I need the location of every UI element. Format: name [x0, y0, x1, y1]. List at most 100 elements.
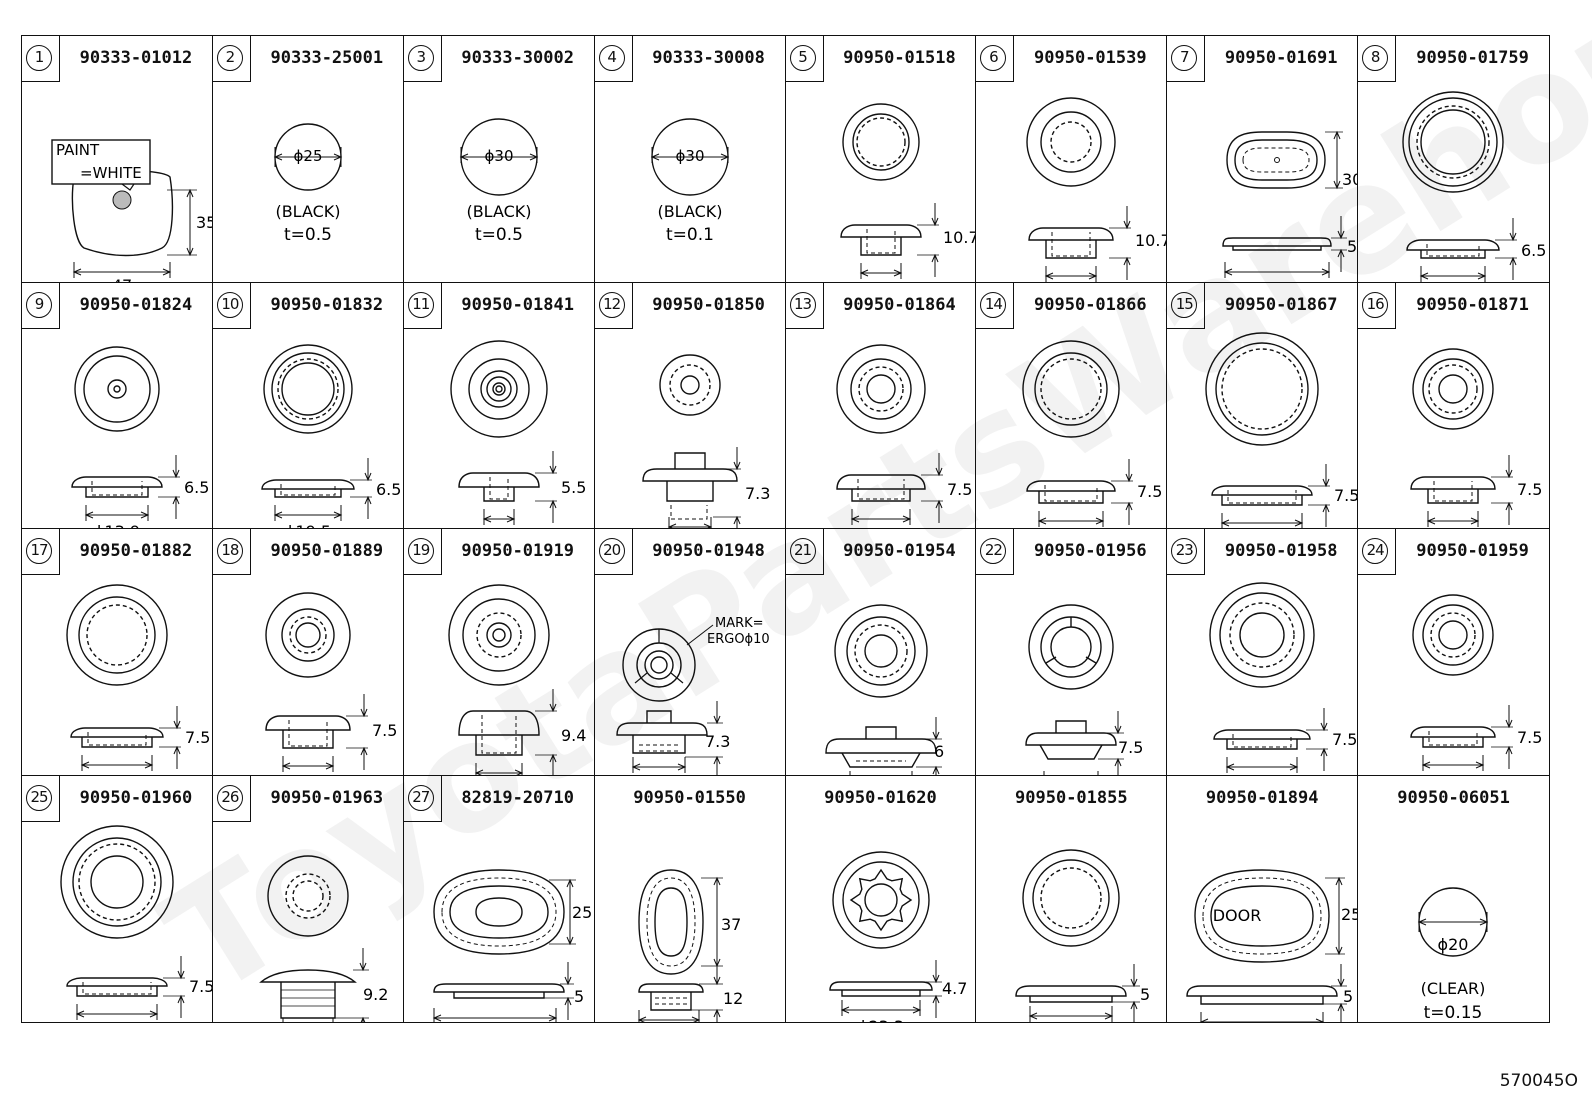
thickness-note: t=0.5	[284, 225, 332, 245]
item-number: 21	[789, 538, 816, 564]
thickness-dimension: 5.2	[1347, 237, 1357, 256]
diameter-dimension: ϕ13.9	[94, 522, 140, 530]
height-dimension: 25	[1341, 905, 1357, 924]
part-cell: 90950-01894DOOR25540	[1167, 775, 1359, 1022]
diameter-dimension: ϕ30	[675, 147, 704, 165]
thickness-note: t=0.5	[475, 225, 523, 245]
item-number-box: 21	[785, 529, 824, 575]
item-number-box: 18	[212, 529, 251, 575]
height-dimension: 7.5	[185, 728, 210, 747]
thickness-dimension: 5	[574, 987, 584, 1006]
part-number: 90950-01889	[270, 541, 384, 561]
item-number-box: 15	[1167, 282, 1206, 329]
item-number: 15	[1171, 291, 1198, 318]
part-number: 90950-06051	[1397, 787, 1510, 808]
part-number: 90950-01832	[270, 294, 384, 315]
item-number: 22	[980, 538, 1007, 564]
height-dimension: 7.5	[1137, 482, 1162, 501]
height-dimension: 35	[196, 213, 212, 232]
thickness-note: t=0.15	[1424, 1003, 1483, 1023]
part-cell-header: 90950-06051	[1358, 776, 1549, 822]
part-number: 90950-01954	[843, 541, 956, 561]
height-dimension: 10.7	[1135, 231, 1166, 250]
part-drawing: 5.5ϕ8.7	[450, 339, 586, 530]
part-number: 90950-01824	[79, 294, 193, 315]
item-number: 10	[216, 291, 243, 318]
part-number: 90950-01855	[1015, 787, 1128, 808]
part-number: 90950-01958	[1224, 541, 1338, 561]
width-dimension: 47	[112, 276, 132, 283]
diameter-dimension: ϕ8.7	[481, 526, 517, 530]
part-drawing: ϕ30(BLACK)t=0.1	[650, 118, 729, 245]
part-number: 90950-01691	[1224, 48, 1338, 68]
item-number: 17	[26, 538, 52, 564]
diameter-dimension: ϕ20	[1438, 935, 1469, 954]
item-number: 8	[1362, 45, 1389, 71]
item-number-box: 20	[594, 529, 633, 575]
part-number: 90333-30002	[461, 48, 574, 68]
width-dimension: 36	[486, 1019, 506, 1023]
item-number: 20	[598, 538, 625, 564]
diameter-dimension: ϕ46.5	[94, 1021, 140, 1023]
height-dimension: 9.4	[561, 726, 586, 745]
diameter-dimension: ϕ19.6	[1430, 528, 1476, 530]
part-number: 90950-01841	[461, 294, 574, 315]
item-number: 26	[216, 784, 243, 811]
height-dimension: 12	[723, 989, 743, 1008]
item-number-box: 11	[403, 282, 442, 329]
part-number: 90333-25001	[270, 48, 384, 68]
part-number: 90333-01012	[79, 48, 193, 68]
part-cell-header: 11 90950-01841	[403, 282, 594, 329]
grommet-parts-grid: 190333-01012PAINT=WHITE3547(CLEAR)290333…	[21, 35, 1550, 1023]
item-number: 24	[1362, 538, 1389, 564]
diameter-dimension: ϕ17.6	[285, 773, 331, 776]
item-number: 1	[26, 45, 52, 71]
diameter-dimension: ϕ25	[293, 147, 322, 165]
part-cell-header: 18 90950-01889	[212, 529, 403, 575]
part-number: 90950-01956	[1034, 541, 1147, 561]
height-dimension: 7.5	[189, 977, 212, 996]
part-number: 82819-20710	[461, 787, 574, 808]
item-number-box: 27	[403, 775, 442, 822]
height-dimension: 7.3	[705, 732, 730, 751]
item-number-box: 12	[594, 282, 633, 329]
door-mark: DOOR	[1213, 906, 1262, 925]
item-number: 18	[216, 538, 243, 564]
item-number-box: 26	[212, 775, 251, 822]
part-drawing: ϕ30(BLACK)t=0.5	[459, 118, 539, 245]
part-number: 90950-01620	[824, 787, 937, 808]
item-number-box: 17	[22, 529, 60, 575]
color-note: (BLACK)	[657, 202, 722, 221]
part-cell-header: 1 90333-01012	[22, 36, 212, 82]
